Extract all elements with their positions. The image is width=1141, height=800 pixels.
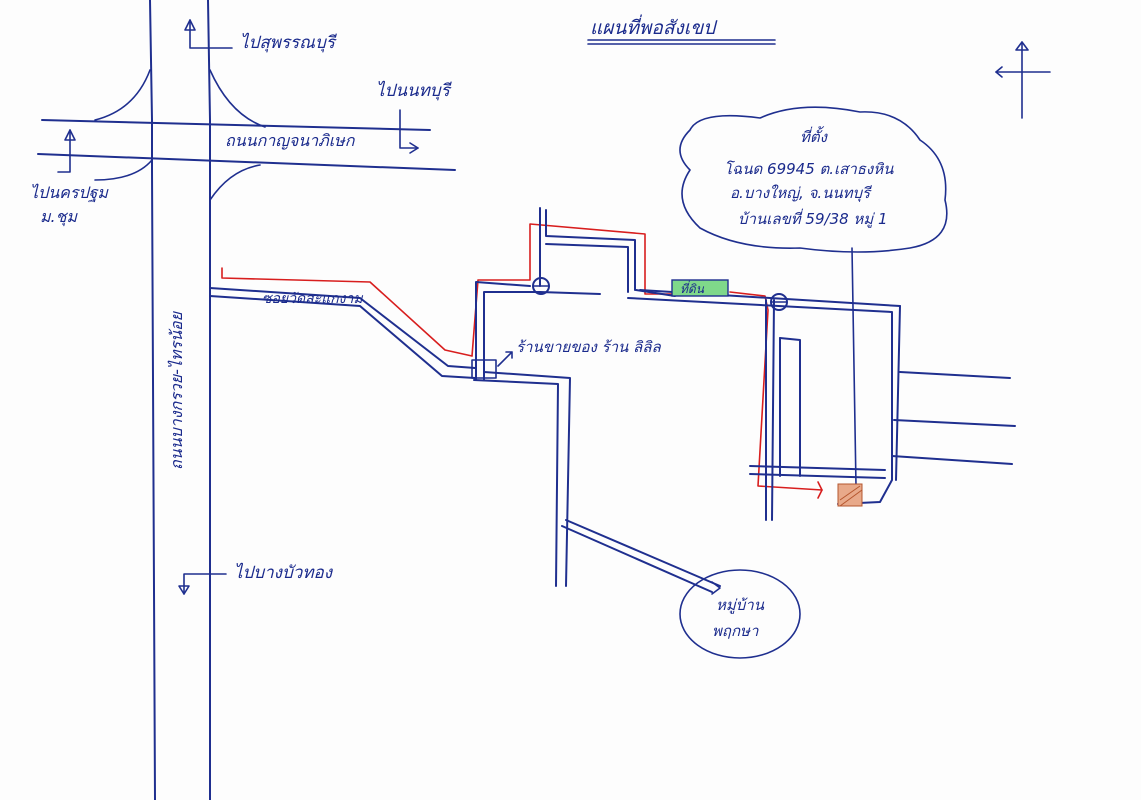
- location-cloud: [679, 106, 948, 253]
- label-vertical-road: ถนนบางกรวย-ไทรน้อย: [167, 310, 186, 470]
- label-to-south: ไปบางบัวทอง: [234, 562, 334, 583]
- north-arrow-icon: [995, 41, 1051, 119]
- map-title: แผนที่พอสังเขป: [590, 14, 718, 39]
- label-to-east: ไปนนทบุรี: [376, 80, 453, 101]
- soi-road: [209, 287, 476, 379]
- label-shop-corner: ร้านขายของ ร้าน ลิลิล: [516, 338, 661, 356]
- ring-road: [37, 69, 456, 201]
- route-segment-2: [471, 223, 679, 357]
- to-west-direction: [57, 129, 76, 173]
- label-soi: ซอยวัดสะแกงาม: [262, 291, 363, 307]
- label-to-west: ไปนครปฐม: [30, 183, 109, 203]
- label-ring-road: ถนนกาญจนาภิเษก: [225, 131, 356, 150]
- to-north-direction: [184, 19, 233, 49]
- village-circle: [679, 569, 801, 659]
- location-line-2: โฉนด 69945 ต.เสาธงหิน: [724, 160, 894, 178]
- inner-streets: [473, 207, 1016, 595]
- location-line-3: อ.บางใหญ่, จ.นนทบุรี: [730, 184, 872, 202]
- to-south-direction: [178, 573, 227, 595]
- route-arrow-head: [817, 481, 823, 499]
- route-segment-3: [729, 291, 823, 491]
- location-text: ที่ตั้ง โฉนด 69945 ต.เสาธงหิน อ.บางใหญ่,…: [724, 126, 898, 228]
- location-line-4: บ้านเลขที่ 59/38 หมู่ 1: [738, 208, 888, 228]
- label-to-west-2: ม.ชุม: [40, 207, 78, 227]
- shop-pointer-arrow: [497, 351, 513, 367]
- label-village-1: หมู่บ้าน: [716, 596, 765, 614]
- plot-label-box: [671, 279, 729, 297]
- plot-hatch: [839, 485, 863, 507]
- location-line-1: ที่ตั้ง: [800, 126, 829, 146]
- label-to-north: ไปสุพรรณบุรี: [240, 32, 338, 53]
- label-village-2: พฤกษา: [712, 622, 759, 640]
- label-plot: ที่ดิน: [680, 280, 705, 296]
- shop-corner-box: [471, 359, 497, 379]
- route-segment-1: [221, 267, 473, 357]
- plot-marker: [837, 483, 863, 507]
- to-east-direction: [399, 109, 419, 154]
